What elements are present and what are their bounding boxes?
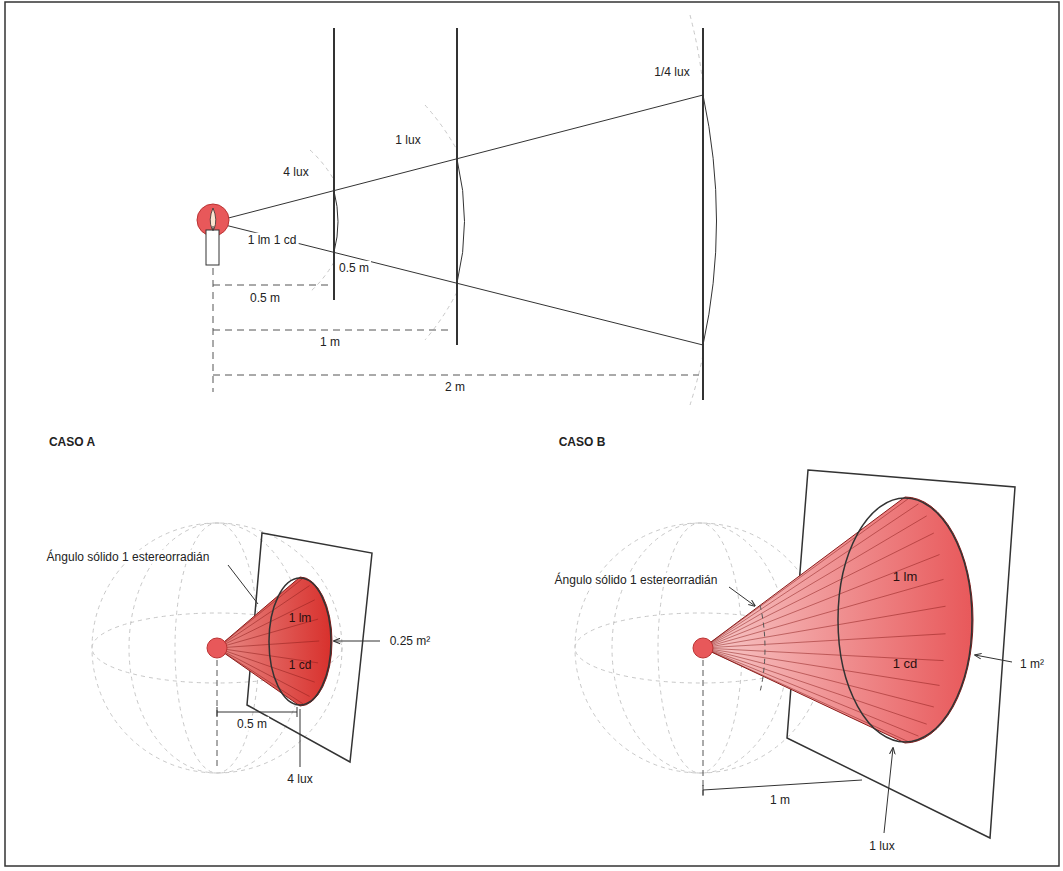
cone-ray bbox=[217, 648, 315, 682]
cone-ray bbox=[703, 516, 927, 648]
case-b-drawing bbox=[575, 470, 1015, 838]
cone-ray bbox=[703, 555, 940, 648]
case-heading: CASO B bbox=[557, 435, 608, 449]
cone-ray bbox=[703, 498, 910, 648]
cone-ray bbox=[217, 648, 303, 704]
cone-ray bbox=[217, 641, 319, 648]
cone-ray bbox=[703, 533, 934, 648]
cone-ray bbox=[703, 504, 918, 648]
unit-label: 4 lux bbox=[285, 772, 314, 786]
case-heading: CASO A bbox=[47, 435, 97, 449]
dimension-label: 0.5 m bbox=[248, 291, 282, 305]
unit-label: 1/4 lux bbox=[652, 65, 691, 79]
cone-quantity: 1 lm bbox=[893, 569, 918, 584]
dimension-label: 1 m bbox=[768, 793, 792, 807]
source-label: 1 lm 1 cd bbox=[246, 233, 299, 247]
cone-base-outline bbox=[268, 577, 332, 706]
cone-ray bbox=[703, 648, 940, 685]
unit-label: 4 lux bbox=[281, 165, 310, 179]
cone-ray bbox=[703, 579, 944, 648]
cone-ray bbox=[703, 634, 946, 648]
unit-label: 1 lux bbox=[867, 839, 896, 853]
cone-base-ellipse bbox=[269, 578, 331, 705]
cone-ray bbox=[703, 648, 910, 742]
dimension-label: 2 m bbox=[443, 380, 467, 394]
dimension-label: 1 m bbox=[318, 335, 342, 349]
cone-base: 1 lm 1 cd bbox=[837, 497, 973, 743]
cone-ray bbox=[703, 648, 918, 736]
cone-base: 1 lm 1 cd bbox=[268, 577, 332, 706]
dimension-label: 0.5 m bbox=[337, 261, 371, 275]
cone-ray bbox=[703, 648, 934, 707]
cone-ray bbox=[217, 600, 315, 648]
frame bbox=[5, 2, 1059, 866]
unit-label: 1 lux bbox=[393, 133, 422, 147]
callout-label: Ángulo sólido 1 estereorradián bbox=[553, 573, 720, 587]
cone-quantity: 1 cd bbox=[893, 656, 918, 671]
top-diagram bbox=[197, 15, 717, 405]
cone-quantity: 1 lm bbox=[289, 611, 312, 625]
cone-base-ellipse bbox=[838, 498, 972, 742]
cone-quantity: 1 cd bbox=[289, 658, 312, 672]
dimension-label: 0.5 m bbox=[235, 717, 269, 731]
callout-label: Ángulo sólido 1 estereorradián bbox=[45, 550, 212, 564]
area-label: 0.25 m² bbox=[388, 634, 433, 648]
cone-ray bbox=[703, 606, 946, 648]
area-label: 1 m² bbox=[1018, 657, 1046, 671]
cone-base-outline bbox=[837, 497, 973, 743]
cone-ray bbox=[703, 648, 927, 724]
